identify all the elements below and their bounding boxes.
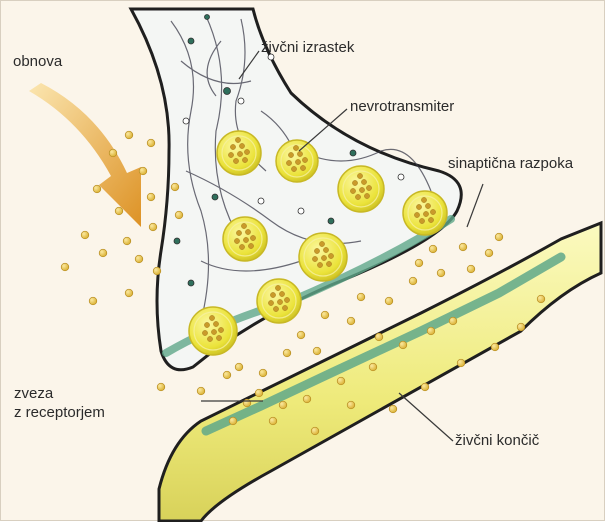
molecule-icon <box>467 265 475 273</box>
organelle-dot <box>328 218 334 224</box>
label-nerve-process: živčni izrastek <box>261 39 354 57</box>
molecule-icon <box>313 347 321 355</box>
organelle-dot <box>238 98 244 104</box>
label-nerve-ending: živčni končič <box>455 432 539 450</box>
molecule-icon <box>149 223 157 231</box>
organelle-dot <box>224 88 231 95</box>
vesicle-icon <box>403 191 447 235</box>
molecule-icon <box>171 183 179 191</box>
molecule-icon <box>259 369 267 377</box>
organelle-dot <box>212 194 218 200</box>
vesicle-icon <box>189 307 237 355</box>
leader-line-synaptic-cleft <box>467 184 483 227</box>
label-receptor-binding-line2: z receptorjem <box>14 404 105 422</box>
molecule-icon <box>399 341 407 349</box>
label-renewal: obnova <box>13 53 62 71</box>
molecule-icon <box>297 331 305 339</box>
molecule-icon <box>485 249 493 257</box>
molecule-icon <box>311 427 319 435</box>
molecule-icon <box>125 289 133 297</box>
molecule-icon <box>223 371 231 379</box>
organelle-dot <box>188 38 194 44</box>
molecule-icon <box>153 267 161 275</box>
molecule-icon <box>409 277 417 285</box>
molecule-icon <box>347 401 355 409</box>
molecule-icon <box>229 417 237 425</box>
molecule-icon <box>491 343 499 351</box>
organelle-dot <box>350 150 356 156</box>
organelle-dot <box>205 15 210 20</box>
molecule-icon <box>375 333 383 341</box>
molecule-icon <box>389 405 397 413</box>
organelle-dot <box>183 118 189 124</box>
vesicle-icon <box>338 166 384 212</box>
molecule-icon <box>125 131 133 139</box>
label-receptor-binding-line1: zveza <box>14 385 53 403</box>
molecule-icon <box>437 269 445 277</box>
organelle-dot <box>298 208 304 214</box>
molecule-icon <box>279 401 287 409</box>
molecule-icon <box>269 417 277 425</box>
molecule-icon <box>415 259 423 267</box>
molecule-icon <box>243 399 251 407</box>
molecule-icon <box>321 311 329 319</box>
molecule-icon <box>495 233 503 241</box>
molecule-icon <box>175 211 183 219</box>
molecule-icon <box>135 255 143 263</box>
organelle-dot <box>174 238 180 244</box>
vesicle-icon <box>217 131 261 175</box>
molecule-icon <box>109 149 117 157</box>
molecule-icon <box>99 249 107 257</box>
molecule-icon <box>93 185 101 193</box>
molecule-icon <box>337 377 345 385</box>
molecule-icon <box>89 297 97 305</box>
molecule-icon <box>449 317 457 325</box>
molecule-icon <box>147 193 155 201</box>
label-synaptic-cleft: sinaptična razpoka <box>448 155 573 173</box>
molecule-icon <box>255 389 263 397</box>
molecule-icon <box>81 231 89 239</box>
molecule-icon <box>123 237 131 245</box>
renewal-arrow-icon <box>29 83 141 227</box>
vesicle-icon <box>223 217 267 261</box>
vesicle-icon <box>257 279 301 323</box>
molecule-icon <box>421 383 429 391</box>
vesicle-icon <box>276 140 318 182</box>
organelle-dot <box>188 280 194 286</box>
molecule-icon <box>429 245 437 253</box>
molecule-icon <box>517 323 525 331</box>
molecule-icon <box>115 207 123 215</box>
molecule-icon <box>61 263 69 271</box>
molecule-icon <box>369 363 377 371</box>
molecule-icon <box>303 395 311 403</box>
molecule-icon <box>459 243 467 251</box>
organelle-dot <box>398 174 404 180</box>
leader-line-nerve-ending <box>399 393 453 441</box>
vesicle-icon <box>299 233 347 281</box>
molecule-icon <box>537 295 545 303</box>
molecule-icon <box>147 139 155 147</box>
molecule-icon <box>139 167 147 175</box>
molecule-icon <box>457 359 465 367</box>
molecule-icon <box>347 317 355 325</box>
molecule-icon <box>357 293 365 301</box>
organelle-dot <box>258 198 264 204</box>
molecule-icon <box>235 363 243 371</box>
molecule-icon <box>283 349 291 357</box>
molecule-icon <box>197 387 205 395</box>
molecule-icon <box>385 297 393 305</box>
molecule-icon <box>427 327 435 335</box>
label-neurotransmitter: nevrotransmiter <box>350 98 454 116</box>
molecule-icon <box>157 383 165 391</box>
